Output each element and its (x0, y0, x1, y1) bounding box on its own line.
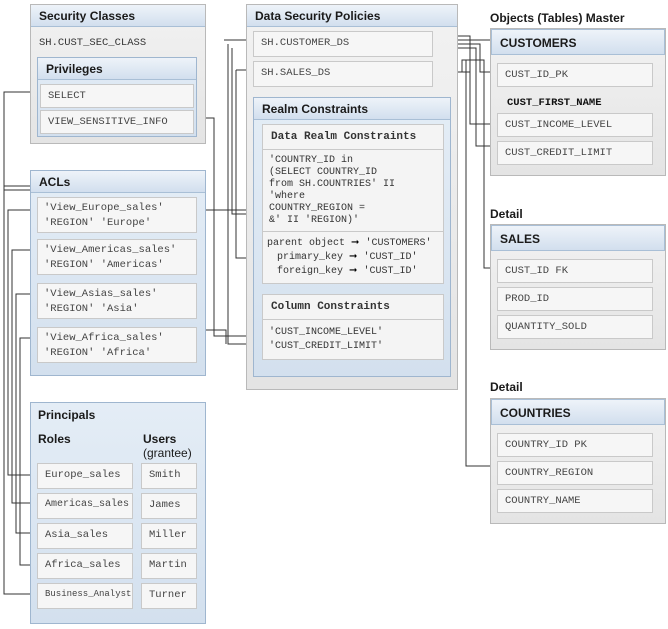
primary-key-label: primary_key (277, 252, 344, 263)
countries-col-country-region: COUNTRY_REGION (497, 461, 653, 485)
users-label: Users (143, 432, 177, 446)
parent-object-row: parent object ➞ 'CUSTOMERS' (267, 237, 431, 249)
role-asia-sales: Asia_sales (37, 523, 133, 549)
role-business-analyst: Business_Analyst (37, 583, 133, 609)
customers-col-cust-id-pk: CUST_ID_PK (497, 63, 653, 87)
acl-asia-region: 'REGION' 'Asia' (44, 303, 139, 315)
privilege-select: SELECT (40, 84, 194, 108)
user-james: James (141, 493, 197, 519)
acl-item-asia: 'View_Asias_sales' 'REGION' 'Asia' (37, 283, 197, 319)
privilege-view-sensitive-info: VIEW_SENSITIVE_INFO (40, 110, 194, 134)
security-classes-panel: Security Classes SH.CUST_SEC_CLASS Privi… (30, 4, 206, 144)
countries-table: COUNTRIES COUNTRY_ID PK COUNTRY_REGION C… (490, 398, 666, 524)
predicate-line-6: &' II 'REGION)' (269, 215, 360, 226)
data-realm-constraints-box: Data Realm Constraints 'COUNTRY_ID in (S… (262, 124, 444, 284)
countries-col-country-id-pk: COUNTRY_ID PK (497, 433, 653, 457)
role-americas-sales: Americas_sales (37, 493, 133, 519)
customers-table-name: CUSTOMERS (491, 29, 665, 55)
user-martin: Martin (141, 553, 197, 579)
acl-americas-name: 'View_Americas_sales' (44, 244, 177, 256)
customers-table: CUSTOMERS CUST_ID_PK CUST_FIRST_NAME CUS… (490, 28, 666, 176)
principals-title: Principals (38, 408, 96, 422)
user-turner: Turner (141, 583, 197, 609)
foreign-key-value: 'CUST_ID' (363, 266, 418, 277)
security-classes-title: Security Classes (31, 5, 205, 27)
realm-constraints-panel: Realm Constraints Data Realm Constraints… (253, 97, 451, 377)
arrow-right-icon: ➞ (349, 251, 358, 262)
realm-constraints-title: Realm Constraints (254, 98, 450, 120)
customers-col-cust-credit-limit: CUST_CREDIT_LIMIT (497, 141, 653, 165)
customers-col-cust-first-name: CUST_FIRST_NAME (507, 97, 602, 109)
acls-title: ACLs (31, 171, 205, 193)
arrow-right-icon: ➞ (351, 237, 360, 248)
predicate-line-1: 'COUNTRY_ID in (269, 155, 354, 166)
countries-table-name: COUNTRIES (491, 399, 665, 425)
detail-label-sales: Detail (490, 207, 523, 221)
parent-object-value: 'CUSTOMERS' (365, 238, 432, 249)
countries-col-country-name: COUNTRY_NAME (497, 489, 653, 513)
column-constraints-title: Column Constraints (271, 301, 390, 313)
grantee-label: (grantee) (143, 446, 192, 460)
policy-customer-ds: SH.CUSTOMER_DS (253, 31, 433, 57)
sales-table-name: SALES (491, 225, 665, 251)
acls-panel: ACLs 'View_Europe_sales' 'REGION' 'Europ… (30, 170, 206, 376)
primary-key-row: primary_key ➞ 'CUST_ID' (277, 251, 417, 263)
column-constraints-box: Column Constraints 'CUST_INCOME_LEVEL' '… (262, 294, 444, 360)
arrow-right-icon: ➞ (349, 265, 358, 276)
sales-col-quantity-sold: QUANTITY_SOLD (497, 315, 653, 339)
sales-col-prod-id: PROD_ID (497, 287, 653, 311)
foreign-key-row: foreign_key ➞ 'CUST_ID' (277, 265, 417, 277)
acl-item-americas: 'View_Americas_sales' 'REGION' 'Americas… (37, 239, 197, 275)
policy-sales-ds: SH.SALES_DS (253, 61, 433, 87)
user-miller: Miller (141, 523, 197, 549)
security-class-name: SH.CUST_SEC_CLASS (39, 37, 147, 49)
primary-key-value: 'CUST_ID' (363, 252, 418, 263)
data-security-policies-title: Data Security Policies (247, 5, 457, 27)
predicate-line-2: (SELECT COUNTRY_ID (269, 167, 378, 178)
acl-item-africa: 'View_Africa_sales' 'REGION' 'Africa' (37, 327, 197, 363)
predicate-line-3: from SH.COUNTRIES' II (269, 179, 396, 190)
privileges-panel: Privileges SELECT VIEW_SENSITIVE_INFO (37, 57, 197, 137)
user-smith: Smith (141, 463, 197, 489)
objects-master-label: Objects (Tables) Master (490, 11, 625, 25)
sales-table: SALES CUST_ID FK PROD_ID QUANTITY_SOLD (490, 224, 666, 350)
detail-label-countries: Detail (490, 380, 523, 394)
sales-col-cust-id-fk: CUST_ID FK (497, 259, 653, 283)
predicate-line-5: COUNTRY_REGION = (269, 203, 366, 214)
acl-item-europe: 'View_Europe_sales' 'REGION' 'Europe' (37, 197, 197, 233)
data-security-policies-panel: Data Security Policies SH.CUSTOMER_DS SH… (246, 4, 458, 390)
acl-africa-name: 'View_Africa_sales' (44, 332, 164, 344)
privileges-title: Privileges (38, 58, 196, 80)
acl-europe-name: 'View_Europe_sales' (44, 202, 164, 214)
column-constraint-income: 'CUST_INCOME_LEVEL' (269, 327, 384, 338)
acl-americas-region: 'REGION' 'Americas' (44, 259, 164, 271)
column-constraint-credit: 'CUST_CREDIT_LIMIT' (269, 341, 384, 352)
principals-panel: Principals Roles Users (grantee) Europe_… (30, 402, 206, 624)
predicate-line-4: 'where (269, 191, 306, 202)
acl-europe-region: 'REGION' 'Europe' (44, 217, 152, 229)
role-europe-sales: Europe_sales (37, 463, 133, 489)
role-africa-sales: Africa_sales (37, 553, 133, 579)
customers-col-cust-income-level: CUST_INCOME_LEVEL (497, 113, 653, 137)
foreign-key-label: foreign_key (277, 266, 344, 277)
data-realm-title: Data Realm Constraints (271, 131, 417, 143)
acl-africa-region: 'REGION' 'Africa' (44, 347, 152, 359)
acl-asia-name: 'View_Asias_sales' (44, 288, 158, 300)
parent-object-label: parent object (267, 238, 346, 249)
roles-label: Roles (38, 432, 71, 446)
